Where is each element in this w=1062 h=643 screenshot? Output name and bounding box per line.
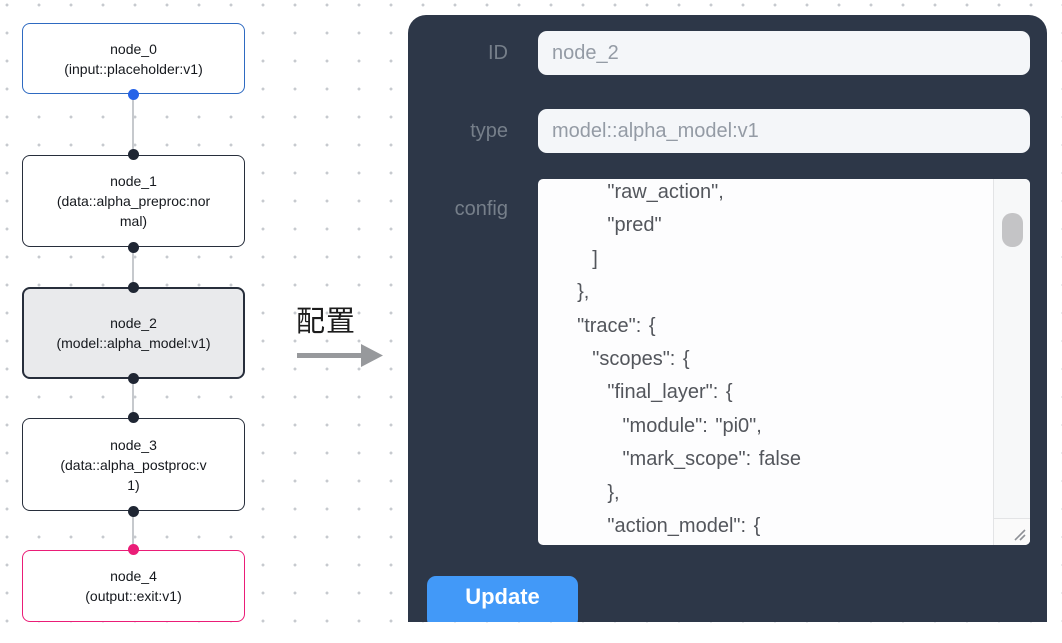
type-input[interactable]: model::alpha_model:v1 xyxy=(538,109,1030,153)
input-port[interactable] xyxy=(128,544,139,555)
right-arrow-icon xyxy=(297,344,383,367)
output-port[interactable] xyxy=(128,242,139,253)
output-port[interactable] xyxy=(128,89,139,100)
node-label: node_0(input::placeholder:v1) xyxy=(64,40,203,77)
config-panel: ID node_2 type model::alpha_model:v1 con… xyxy=(408,15,1047,622)
scrollbar-thumb[interactable] xyxy=(1002,213,1023,247)
resize-handle[interactable] xyxy=(993,518,1030,545)
output-port[interactable] xyxy=(128,506,139,517)
type-label: type xyxy=(470,120,508,142)
edge-node1-node2 xyxy=(132,247,134,287)
config-label: config xyxy=(454,198,508,220)
input-port[interactable] xyxy=(128,412,139,423)
node-label: node_2(model::alpha_model:v1) xyxy=(56,315,211,351)
node-label: node_3(data::alpha_postproc:v1) xyxy=(60,436,207,493)
config-textarea[interactable]: "raw_action", "pred" ] }, "trace": { "sc… xyxy=(538,179,1030,545)
scrollbar-track[interactable] xyxy=(993,179,1030,545)
node-label: node_4(output::exit:v1) xyxy=(85,568,182,604)
edge-node3-node4 xyxy=(132,511,134,550)
config-json-text: "raw_action", "pred" ] }, "trace": { "sc… xyxy=(577,181,801,538)
output-port[interactable] xyxy=(128,373,139,384)
input-port[interactable] xyxy=(128,149,139,160)
flow-canvas: node_0(input::placeholder:v1) node_1(dat… xyxy=(0,0,300,643)
flow-node-node_1[interactable]: node_1(data::alpha_preproc:normal) xyxy=(22,149,245,253)
resize-grip-icon xyxy=(1014,529,1026,541)
flow-node-node_2[interactable]: node_2(model::alpha_model:v1) xyxy=(22,282,245,384)
edge-node0-node1 xyxy=(132,94,134,155)
annotation-label: 配置 xyxy=(296,306,357,338)
flow-node-node_4[interactable]: node_4(output::exit:v1) xyxy=(22,544,245,622)
id-label: ID xyxy=(488,42,508,64)
flow-node-node_3[interactable]: node_3(data::alpha_postproc:v1) xyxy=(22,412,245,517)
annotation-configure: 配置 xyxy=(296,298,392,371)
node-label: node_1(data::alpha_preproc:normal) xyxy=(56,173,211,229)
id-input[interactable]: node_2 xyxy=(538,31,1030,75)
input-port[interactable] xyxy=(128,282,139,293)
edge-node2-node3 xyxy=(132,379,134,418)
update-button[interactable]: Update xyxy=(427,576,578,622)
flow-node-node_0[interactable]: node_0(input::placeholder:v1) xyxy=(22,23,245,100)
